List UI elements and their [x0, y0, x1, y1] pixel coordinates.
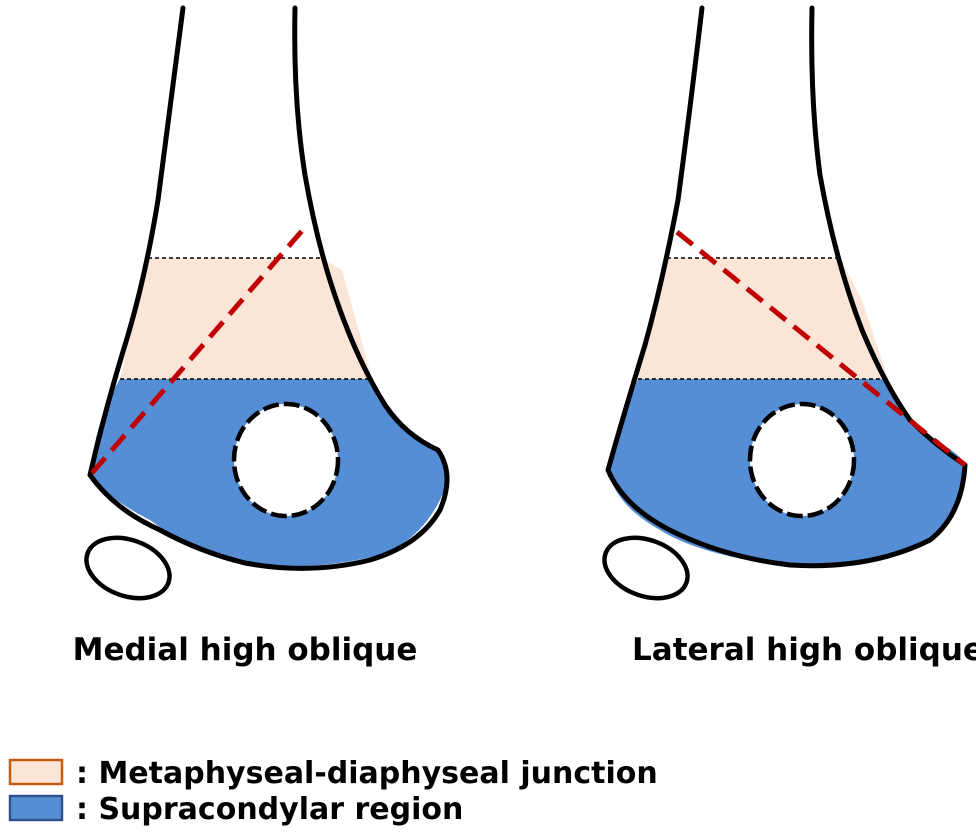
caption-lateral-high-oblique: Lateral high oblique	[632, 632, 976, 668]
osteotomy-line-medial	[90, 223, 309, 475]
junction-band	[638, 258, 888, 379]
legend-swatch-supracondylar	[8, 794, 64, 822]
legend-label-junction: : Metaphyseal-diaphyseal junction	[76, 756, 658, 791]
femur-outline	[87, 5, 450, 571]
intercondylar-notch-circle	[231, 401, 341, 519]
caption-medial-high-oblique: Medial high oblique	[73, 632, 418, 668]
legend-label-supracondylar: : Supracondylar region	[76, 792, 463, 827]
junction-band	[120, 258, 372, 379]
patella-oval	[602, 535, 690, 601]
patella-oval	[84, 535, 172, 601]
intercondylar-notch-circle	[747, 401, 857, 519]
legend: : Metaphyseal-diaphyseal junction : Supr…	[8, 756, 658, 827]
femur-outline	[605, 5, 968, 569]
osteotomy-line-lateral	[675, 230, 967, 467]
panel-medial-high-oblique: Medial high oblique	[73, 5, 450, 668]
panel-lateral-high-oblique: Lateral high oblique	[602, 5, 976, 668]
legend-swatch-junction	[8, 758, 64, 786]
